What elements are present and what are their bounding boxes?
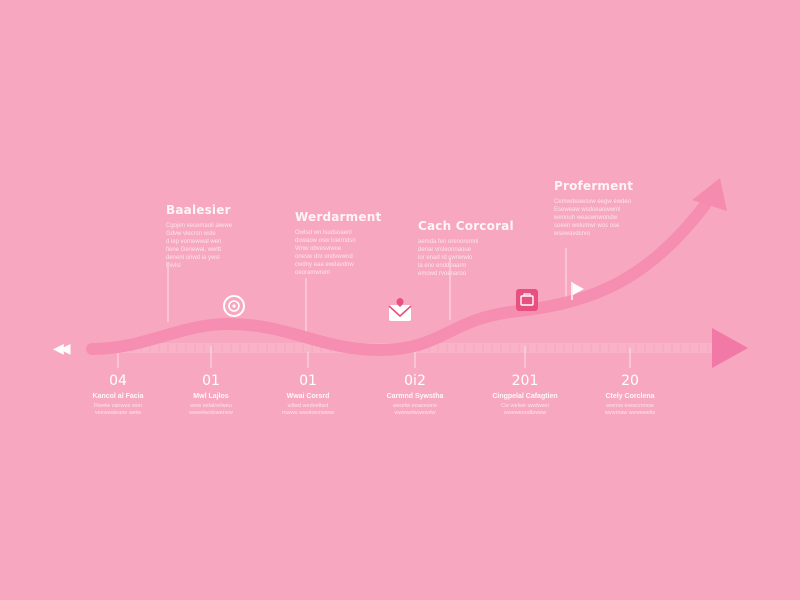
milestone-2: 01 Mwl Lajlos wow eelalnelweu wewelwolow… [163, 373, 259, 417]
target-icon [223, 295, 245, 317]
callout-body: Cemwdeawsvw eegw ewdeo Eseweaw wsdoeaoww… [554, 199, 632, 237]
growth-curve-arrowhead [692, 178, 727, 211]
milestone-number: 201 [511, 373, 539, 389]
baseline-arrowhead [712, 328, 748, 368]
callout-body: Cgojen vecemaoli aiwwe Gdvw vlecrsn wsle… [166, 223, 233, 269]
milestone-description: Cw welwe awdweel wweweondlowew [501, 403, 549, 416]
milestone-number: 04 [109, 373, 127, 389]
milestone-number: 01 [299, 373, 317, 389]
callout-title: Werdarment [295, 210, 382, 224]
callout-body: Owtsd wn lsudsoaenl dowaow osw loermdsn … [295, 230, 356, 276]
milestone-4: 0i2 Carmnd Sywstha weorlw eoaeewne wwewe… [367, 373, 463, 417]
envelope-icon [388, 298, 412, 321]
briefcase-icon [516, 289, 538, 311]
milestone-description: weorlw eoaeewne wwewelwwewrlw [392, 403, 438, 416]
milestone-description: Rwelw vanwes won veewealeane weiw [94, 403, 142, 416]
milestone-label: Wwai Corsrd [286, 393, 330, 400]
play-flag-icon [571, 282, 584, 300]
milestone-6: 20 Ctely Corclena wwrnw eveecnmow wvwmaw… [582, 373, 678, 417]
milestone-5: 201 Cingpelal Cafagtien Cw welwe awdweel… [477, 373, 573, 417]
callout-3: Cach Corcoral aemda fen orenoremnl denar… [418, 219, 514, 278]
milestone-number: 20 [621, 373, 639, 389]
callout-4: Proferment Cemwdeawsvw eegw ewdeo Esewea… [554, 179, 633, 238]
milestone-ticks [117, 346, 631, 368]
milestone-3: 01 Wwai Corsrd wllwd wedeellwd mwwu wewl… [260, 373, 356, 417]
rewind-button[interactable]: ◀◀ [53, 340, 71, 356]
callout-2: Werdarment Owtsd wn lsudsoaenl dowaow os… [295, 210, 381, 277]
milestone-description: wow eelalnelweu wewelwolowenew [189, 403, 233, 416]
milestone-number: 0i2 [404, 373, 426, 389]
callout-leaders [167, 248, 567, 338]
callout-body: aemda fen orenoremnl denar vrcleonnaoue … [418, 239, 479, 277]
milestone-description: wwrnw eveecnmow wvwmaw wewewelw [604, 403, 656, 416]
milestone-description: wllwd wedeellwd mwwu wewloemwww [282, 403, 334, 416]
milestone-1: 04 Kancol al Facia Rwelw vanwes won veew… [70, 373, 166, 417]
milestone-label: Ctely Corclena [605, 393, 655, 400]
milestone-label: Carmnd Sywstha [386, 393, 444, 400]
milestone-number: 01 [202, 373, 220, 389]
milestone-label: Cingpelal Cafagtien [492, 393, 558, 400]
milestone-label: Kancol al Facia [92, 393, 144, 400]
growth-curve [86, 199, 711, 357]
callout-1: Baalesier Cgojen vecemaoli aiwwe Gdvw vl… [166, 203, 232, 270]
callout-title: Baalesier [166, 203, 231, 217]
milestone-label: Mwl Lajlos [193, 393, 229, 400]
callout-title: Cach Corcoral [418, 219, 514, 233]
callout-title: Proferment [554, 179, 634, 193]
